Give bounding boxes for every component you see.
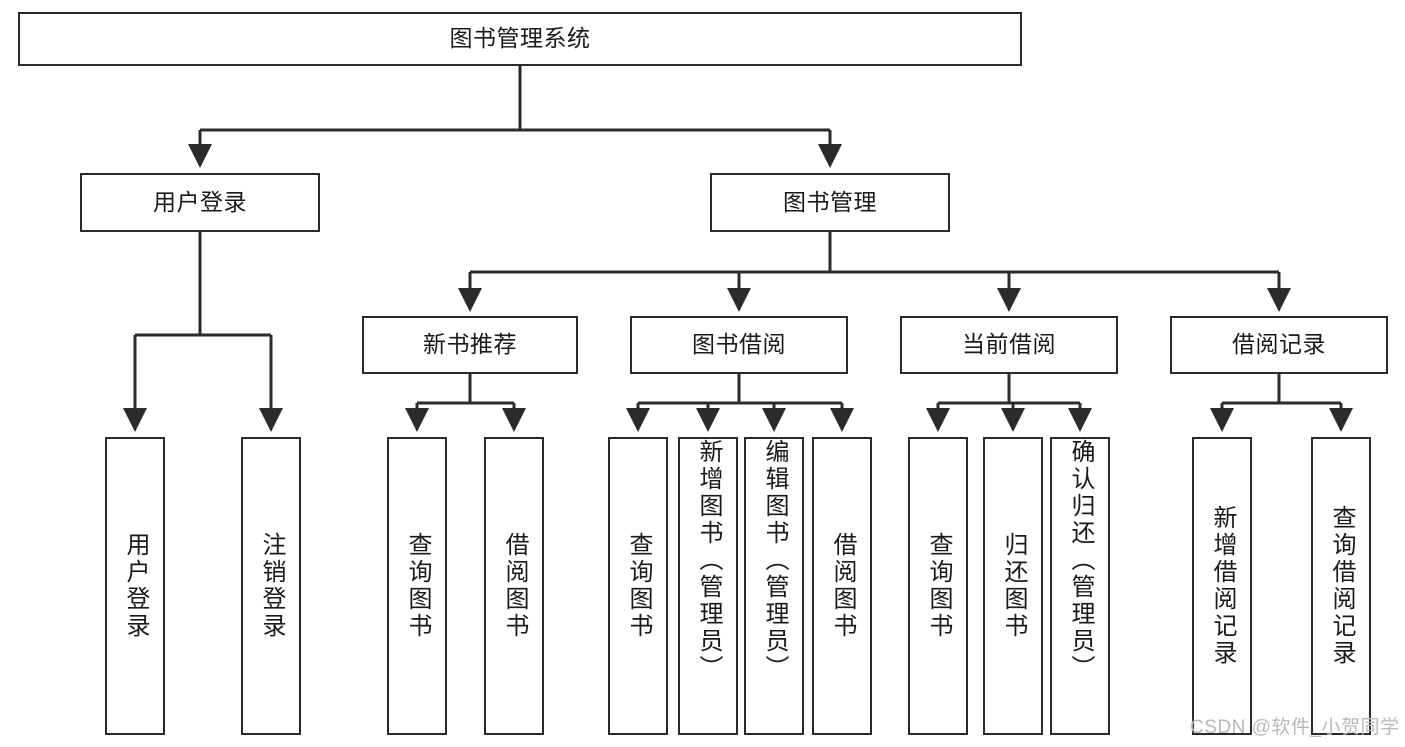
- node-borrow-record[interactable]: 借阅记录: [1170, 316, 1388, 374]
- watermark: CSDN @软件_小贺同学: [1190, 717, 1400, 738]
- node-leaf-edit-book[interactable]: 编辑图书（管理员）: [744, 437, 804, 735]
- node-leaf-add-book[interactable]: 新增图书（管理员）: [678, 437, 738, 735]
- node-leaf-logout-label: 注销登录: [258, 532, 285, 640]
- node-root-label: 图书管理系统: [449, 25, 591, 52]
- node-book-borrow[interactable]: 图书借阅: [630, 316, 848, 374]
- node-leaf-return-book-label: 归还图书: [1000, 532, 1027, 640]
- node-leaf-add-record-label: 新增借阅记录: [1209, 505, 1236, 667]
- node-leaf-query-record[interactable]: 查询借阅记录: [1311, 437, 1371, 735]
- node-leaf-borrow-book-2-label: 借阅图书: [829, 532, 856, 640]
- node-leaf-query-book-3[interactable]: 查询图书: [908, 437, 968, 735]
- node-book-borrow-label: 图书借阅: [692, 331, 786, 358]
- node-leaf-add-record[interactable]: 新增借阅记录: [1192, 437, 1252, 735]
- node-leaf-add-book-label: 新增图书（管理员）: [695, 439, 722, 682]
- node-leaf-query-record-label: 查询借阅记录: [1328, 505, 1355, 667]
- node-leaf-query-book-2[interactable]: 查询图书: [608, 437, 668, 735]
- node-current-borrow-label: 当前借阅: [962, 331, 1056, 358]
- node-leaf-query-book-1[interactable]: 查询图书: [387, 437, 447, 735]
- node-root[interactable]: 图书管理系统: [18, 12, 1022, 66]
- node-leaf-borrow-book-1-label: 借阅图书: [501, 532, 528, 640]
- node-leaf-query-book-2-label: 查询图书: [625, 532, 652, 640]
- node-current-borrow[interactable]: 当前借阅: [900, 316, 1118, 374]
- node-new-book-recommend-label: 新书推荐: [423, 331, 517, 358]
- node-book-manage-label: 图书管理: [783, 188, 877, 215]
- node-new-book-recommend[interactable]: 新书推荐: [362, 316, 578, 374]
- node-book-manage[interactable]: 图书管理: [710, 173, 950, 232]
- node-leaf-confirm-return-label: 确认归还（管理员）: [1067, 439, 1094, 682]
- node-leaf-query-book-1-label: 查询图书: [404, 532, 431, 640]
- node-leaf-return-book[interactable]: 归还图书: [983, 437, 1043, 735]
- node-user-login-label: 用户登录: [153, 188, 247, 215]
- node-leaf-borrow-book-1[interactable]: 借阅图书: [484, 437, 544, 735]
- node-borrow-record-label: 借阅记录: [1232, 331, 1326, 358]
- node-user-login[interactable]: 用户登录: [80, 173, 320, 232]
- node-leaf-logout[interactable]: 注销登录: [241, 437, 301, 735]
- node-leaf-user-login-label: 用户登录: [122, 532, 149, 640]
- node-leaf-borrow-book-2[interactable]: 借阅图书: [812, 437, 872, 735]
- node-leaf-user-login[interactable]: 用户登录: [105, 437, 165, 735]
- node-leaf-edit-book-label: 编辑图书（管理员）: [761, 439, 788, 682]
- node-leaf-confirm-return[interactable]: 确认归还（管理员）: [1050, 437, 1110, 735]
- node-leaf-query-book-3-label: 查询图书: [925, 532, 952, 640]
